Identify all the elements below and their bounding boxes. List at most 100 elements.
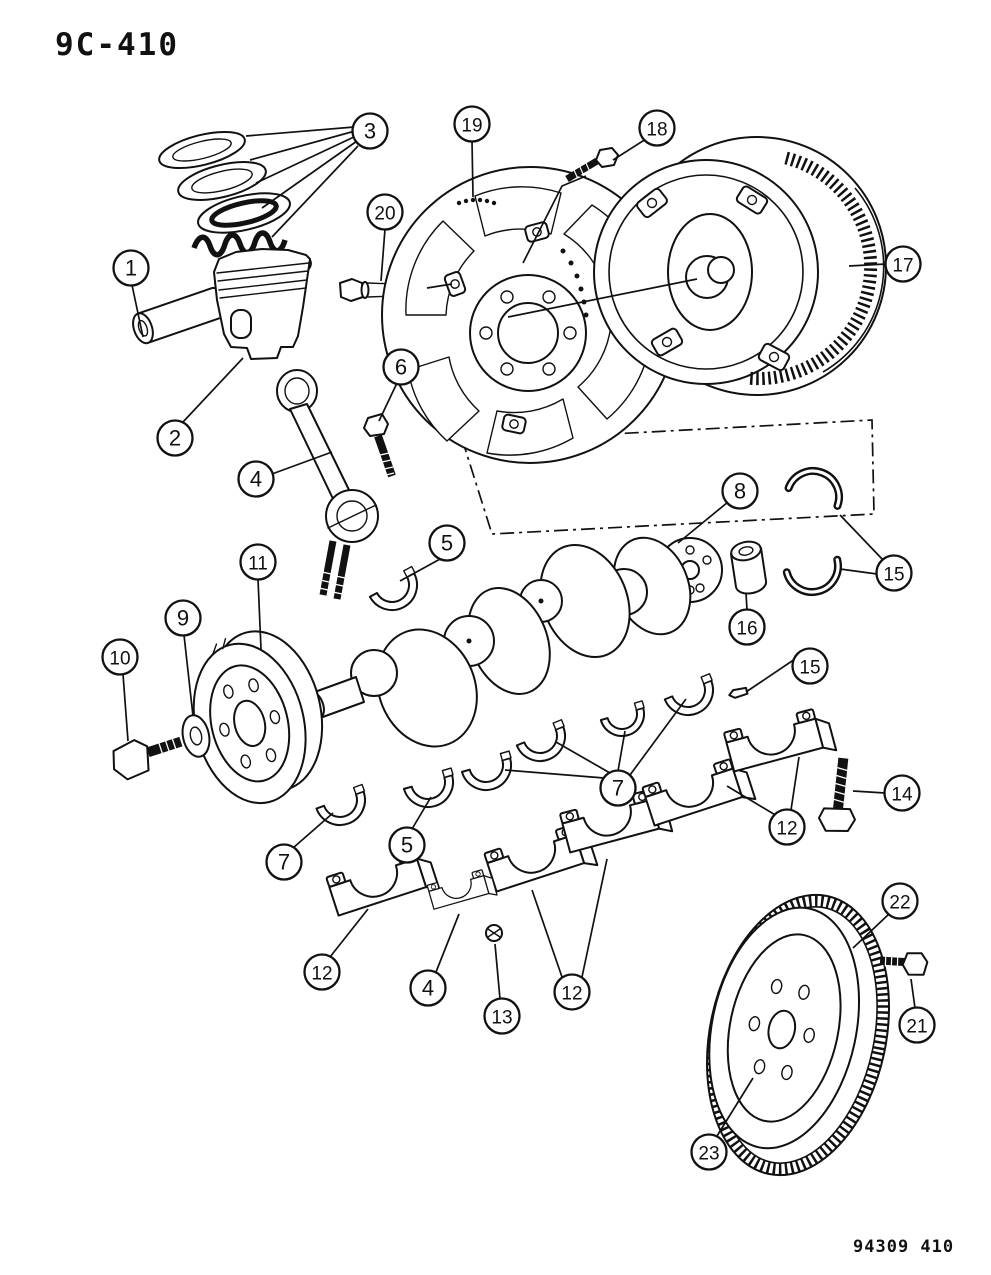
- callout-number: 2: [169, 426, 181, 451]
- callout-3: 3: [351, 112, 389, 150]
- leader-line: [745, 592, 748, 611]
- leader-line: [182, 357, 244, 423]
- callout-circle: [791, 647, 829, 685]
- oil-ring-expander: [191, 230, 288, 258]
- callout-number: 1: [125, 256, 137, 281]
- callout-number: 14: [891, 785, 913, 806]
- vibration-damper: [192, 630, 324, 805]
- leader-line: [839, 514, 885, 562]
- crankshaft: [307, 536, 723, 748]
- callout-4: 4: [409, 969, 447, 1007]
- leader-line: [471, 140, 474, 198]
- converter-ring-gear-teeth: [746, 151, 878, 386]
- flexplate-tab: [443, 221, 550, 435]
- callout-number: 10: [109, 649, 130, 670]
- callout-circle: [768, 808, 806, 846]
- leader-line: [255, 135, 357, 184]
- leader-line: [745, 658, 796, 693]
- callout-circle: [382, 348, 420, 386]
- callout-circle: [453, 105, 491, 143]
- leader-line: [555, 741, 611, 774]
- callout-number: 15: [883, 565, 904, 586]
- leader-line: [271, 145, 359, 238]
- leader-line: [716, 1077, 754, 1137]
- callout-7: 7: [265, 843, 303, 881]
- callout-circle: [101, 638, 139, 676]
- callout-15: 15: [791, 647, 829, 685]
- callout-number: 13: [491, 1008, 512, 1029]
- callout-17: 17: [884, 245, 922, 283]
- callout-circle: [351, 112, 389, 150]
- callout-4: 4: [237, 460, 275, 498]
- callout-2: 2: [156, 419, 194, 457]
- callout-circle: [239, 543, 277, 581]
- leader-line: [380, 228, 386, 282]
- leader-line: [507, 278, 698, 318]
- leader-line: [910, 978, 916, 1009]
- rod-nut: [485, 924, 503, 942]
- callout-circle: [884, 245, 922, 283]
- callout-number: 18: [646, 120, 667, 141]
- callout-number: 21: [906, 1017, 927, 1038]
- callout-circle: [883, 774, 921, 812]
- callout-8: 8: [721, 472, 759, 510]
- callout-5: 5: [388, 826, 426, 864]
- callout-number: 5: [441, 531, 453, 556]
- callout-number: 6: [395, 355, 407, 380]
- callout-circle: [265, 843, 303, 881]
- leader-line: [494, 943, 501, 1000]
- callout-number: 3: [364, 119, 376, 144]
- leader-line: [848, 263, 887, 267]
- callout-circle: [237, 460, 275, 498]
- callout-number: 9: [177, 606, 189, 631]
- thrust-washers: [782, 467, 843, 596]
- callout-number: 12: [561, 984, 582, 1005]
- callout-13: 13: [483, 997, 521, 1035]
- leader-line: [629, 698, 687, 776]
- piston-pin: [132, 286, 227, 345]
- rod-bolt: [363, 413, 396, 478]
- callout-number: 4: [422, 976, 434, 1001]
- callout-circle: [428, 524, 466, 562]
- leader-line: [617, 730, 626, 772]
- crankshaft-key: [728, 686, 749, 699]
- callout-19: 19: [453, 105, 491, 143]
- callout-21: 21: [898, 1006, 936, 1044]
- leader-line: [411, 796, 432, 830]
- callout-circle: [638, 109, 676, 147]
- callout-20: 20: [366, 193, 404, 231]
- damper-bolt: [112, 736, 183, 781]
- callout-15: 15: [875, 554, 913, 592]
- callout-circle: [409, 969, 447, 1007]
- callout-14: 14: [883, 774, 921, 812]
- callout-circle: [366, 193, 404, 231]
- leader-line: [504, 769, 605, 779]
- callout-12: 12: [768, 808, 806, 846]
- callout-balloons: 1234567789101112121213141515161718192021…: [101, 105, 936, 1171]
- leader-lines: [122, 126, 916, 1137]
- flywheel-bolt: [879, 952, 929, 976]
- torque-converter: [593, 136, 887, 396]
- converter-bolt: [565, 147, 619, 183]
- callout-number: 4: [250, 467, 262, 492]
- callout-circle: [388, 826, 426, 864]
- callout-number: 23: [698, 1144, 719, 1165]
- callout-6: 6: [382, 348, 420, 386]
- callout-circle: [303, 953, 341, 991]
- leader-line: [790, 756, 800, 811]
- callout-circle: [112, 249, 150, 287]
- callout-circle: [898, 1006, 936, 1044]
- callout-circle: [156, 419, 194, 457]
- callout-number: 7: [612, 776, 624, 801]
- leader-line: [435, 913, 460, 973]
- callout-circle: [690, 1133, 728, 1171]
- pilot-bushing: [730, 540, 768, 595]
- rod-bolts: [318, 540, 351, 600]
- leader-line: [852, 790, 886, 794]
- callout-number: 19: [461, 116, 482, 137]
- leader-line: [249, 130, 356, 161]
- callout-circle: [875, 554, 913, 592]
- callout-circle: [553, 973, 591, 1011]
